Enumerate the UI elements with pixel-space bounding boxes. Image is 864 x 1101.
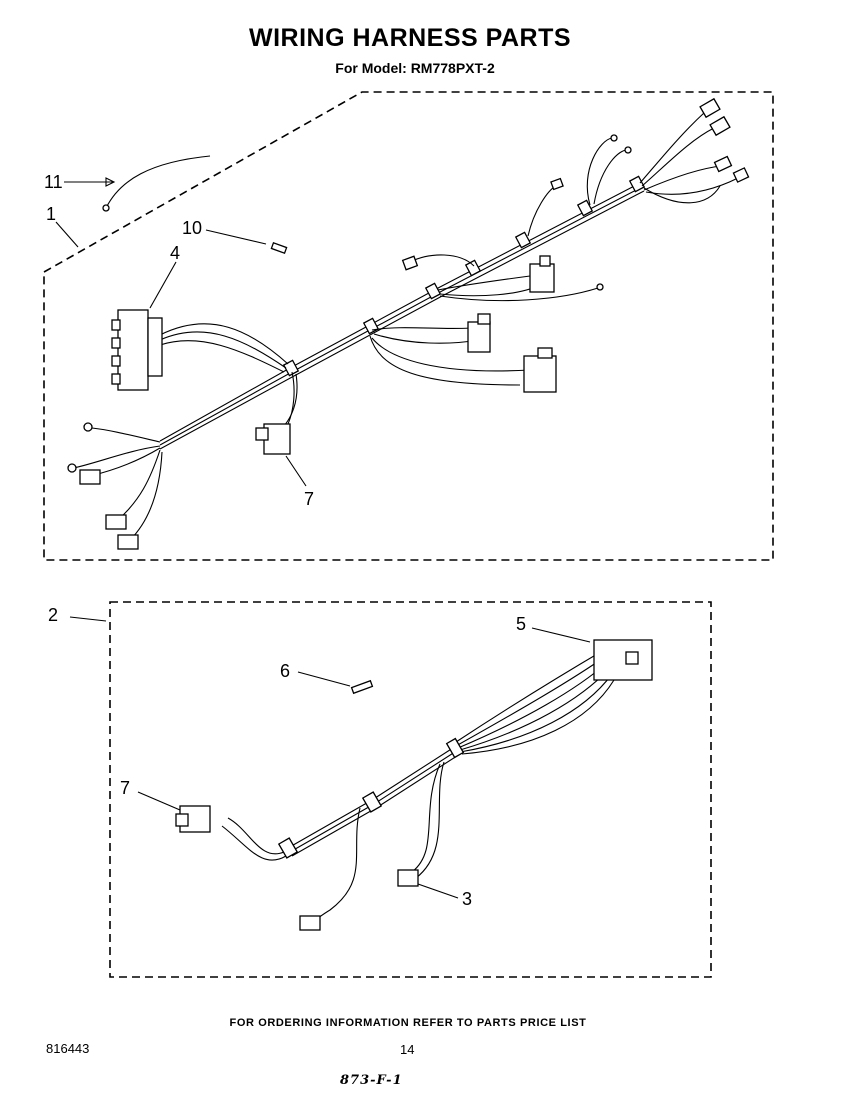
leader-2	[69, 616, 107, 622]
terminal-10	[270, 241, 288, 255]
leader-4	[149, 261, 177, 309]
leader-5	[531, 627, 591, 643]
leader-10	[205, 229, 267, 245]
page-number: 14	[400, 1042, 415, 1057]
callout-6: 6	[280, 661, 291, 681]
harness-1-trunk	[159, 175, 646, 450]
model-subtitle: For Model: RM778PXT-2	[335, 60, 495, 76]
terminal-block-4	[111, 309, 289, 391]
leader-7-lower	[137, 791, 181, 811]
jumper-wire-11	[105, 155, 211, 209]
harness-2-boundary	[109, 601, 712, 978]
handwritten-note: 873-F-1	[340, 1073, 403, 1088]
connector-3	[397, 761, 445, 887]
harness-2-bundle	[277, 639, 653, 859]
connector-7-upper	[255, 371, 298, 455]
harness-1-right-branches	[369, 255, 604, 393]
harness-1-boundary	[43, 91, 774, 561]
leader-7-upper	[285, 455, 307, 487]
callout-4: 4	[170, 243, 181, 263]
callout-1: 1	[46, 204, 57, 224]
page-title: WIRING HARNESS PARTS	[248, 24, 572, 52]
callout-7-lower: 7	[120, 778, 131, 798]
connector-7-lower	[175, 805, 287, 861]
harness-2-ground-lead	[299, 807, 361, 931]
leader-6	[297, 671, 351, 687]
terminal-6	[350, 679, 374, 695]
callout-10: 10	[182, 218, 203, 238]
leader-3	[417, 883, 459, 899]
callout-5: 5	[516, 614, 527, 634]
callout-3: 3	[462, 889, 473, 909]
callout-11: 11	[44, 172, 63, 192]
harness-1-upper-right-branches	[401, 97, 750, 271]
leader-1	[55, 221, 79, 248]
part-number: 816443	[46, 1041, 90, 1056]
harness-1-lower-left-branches	[67, 422, 163, 550]
ordering-note: FOR ORDERING INFORMATION REFER TO PARTS …	[229, 1017, 587, 1029]
callout-2: 2	[48, 605, 59, 625]
callout-7-upper: 7	[304, 489, 315, 509]
